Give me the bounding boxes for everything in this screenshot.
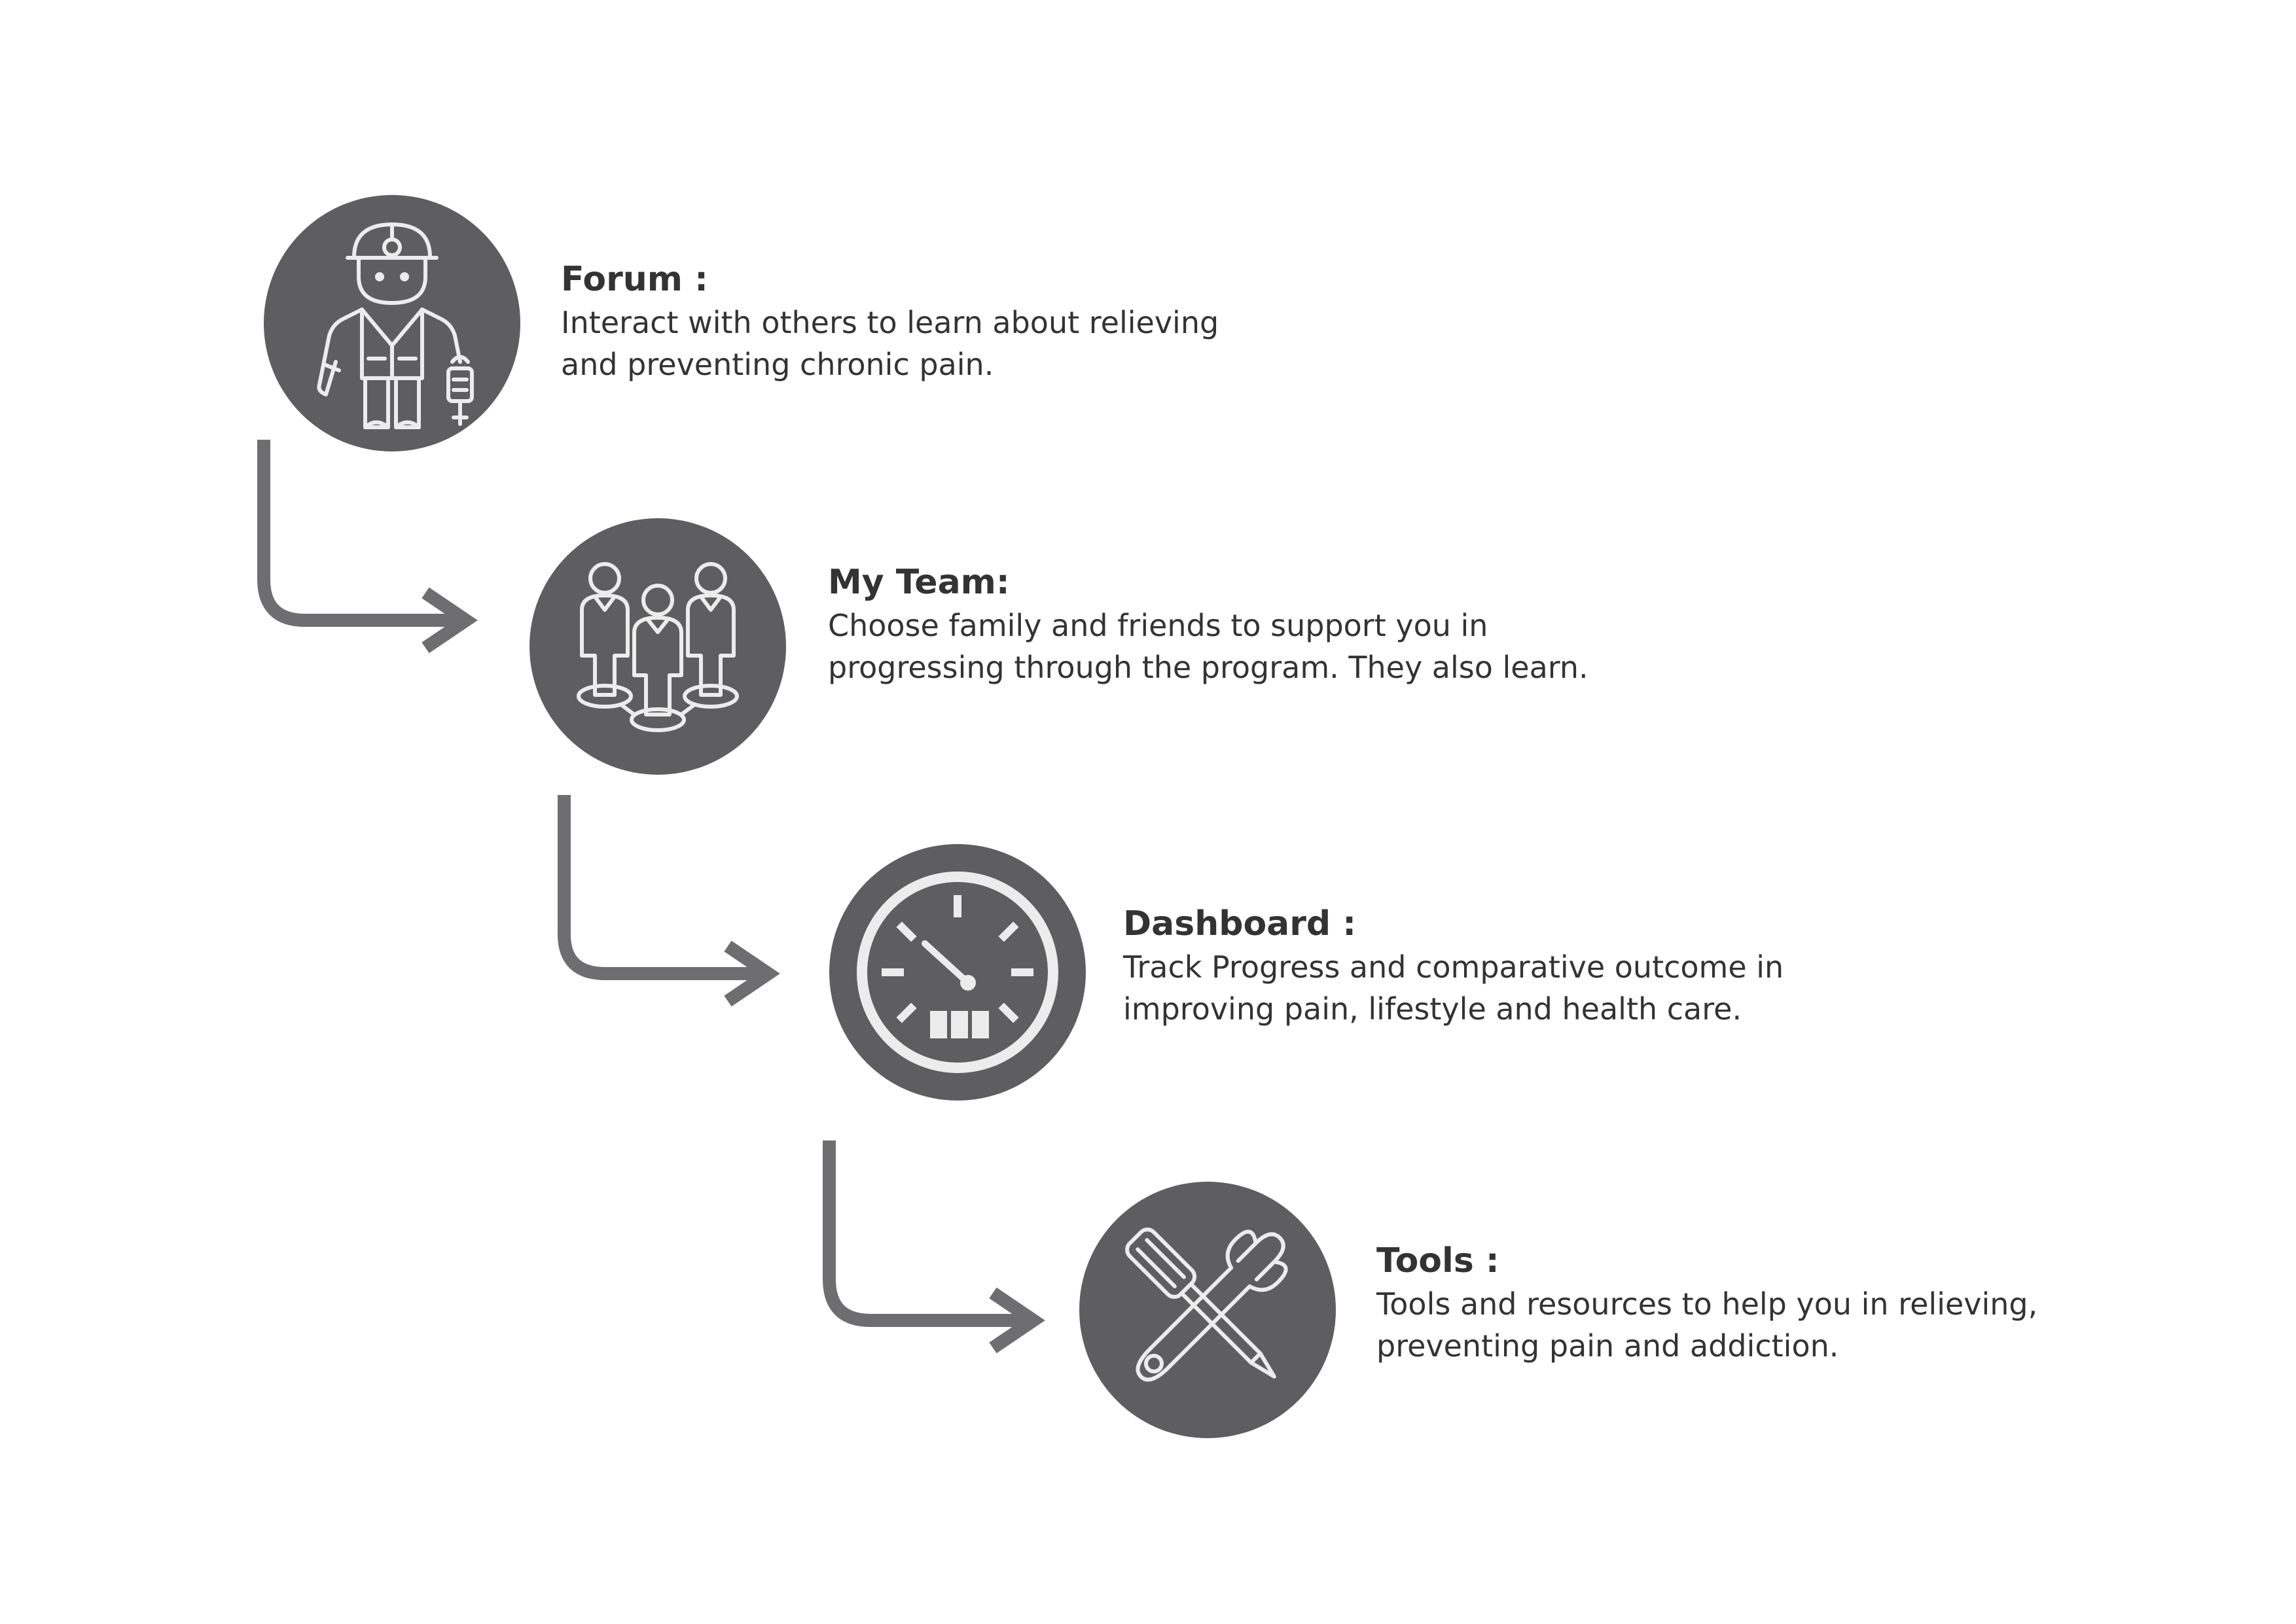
team-icon [577,562,739,732]
tools-description: Tools and resources to help you in relie… [1376,1286,2038,1364]
my-team-text-block: My Team: Choose family and friends to su… [828,561,1613,688]
dashboard-circle [829,844,1086,1101]
my-team-description: Choose family and friends to support you… [828,608,1588,685]
forum-description: Interact with others to learn about reli… [561,305,1219,382]
arrow-connector-dashboard-to-tools [823,1140,1045,1354]
dashboard-description: Track Progress and comparative outcome i… [1123,949,1784,1027]
tools-icon [1125,1227,1288,1382]
my-team-circle [529,518,786,775]
dashboard-text-block: Dashboard : Track Progress and comparati… [1123,903,1909,1030]
tools-title: Tools : [1376,1241,1499,1280]
dashboard-title: Dashboard : [1123,904,1357,944]
doctor-icon [317,222,474,429]
tools-circle [1079,1182,1336,1438]
tools-text-block: Tools : Tools and resources to help you … [1376,1240,2162,1367]
arrow-connector-team-to-dashboard [558,795,780,1007]
arrow-connector-forum-to-team [257,440,478,654]
forum-text-block: Forum : Interact with others to learn ab… [561,258,1346,385]
my-team-title: My Team: [828,563,1010,602]
forum-title: Forum : [561,260,708,299]
gauge-icon [857,872,1058,1073]
forum-circle [264,195,520,451]
